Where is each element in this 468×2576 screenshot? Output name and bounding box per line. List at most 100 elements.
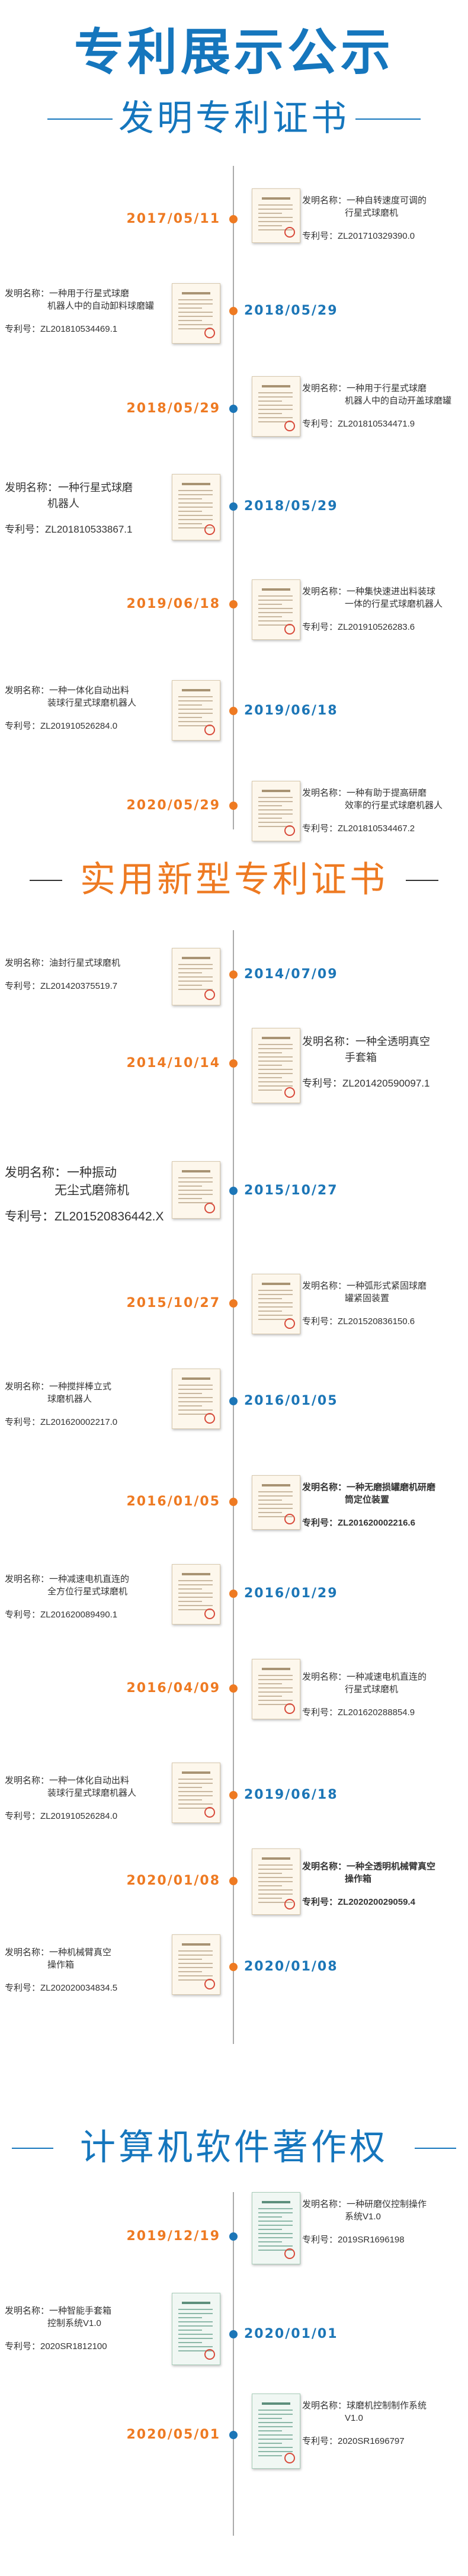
timeline-line-software — [233, 2192, 234, 2536]
certificate-header — [262, 1037, 290, 1039]
certificate-text-line — [178, 1967, 213, 1968]
certificate-text-line — [178, 2309, 213, 2310]
patent-name-cont: 球磨机器人 — [47, 1394, 92, 1404]
certificate-seal — [204, 1979, 215, 1989]
patent-info: 发明名称：一种行星式球磨机器人专利号：ZL201810533867.1 — [5, 480, 168, 537]
certificate-text-line — [258, 1700, 293, 1701]
certificate-text-line — [258, 396, 293, 398]
timeline-dot — [229, 1590, 238, 1598]
certificate-text-line — [178, 696, 213, 697]
certificate-text-line — [178, 1971, 202, 1972]
certificate-text-line — [258, 2443, 282, 2444]
certificate-seal — [284, 2453, 295, 2463]
timeline-dot — [229, 405, 238, 413]
timeline-date: 2019/06/18 — [244, 1787, 338, 1802]
timeline-date: 2018/05/29 — [126, 401, 220, 416]
patent-number: 专利号：2020SR1812100 — [5, 2341, 107, 2351]
patent-info: 发明名称：一种全透明机械臂真空操作箱专利号：ZL202020029059.4 — [302, 1860, 462, 1908]
certificate-text-line — [258, 818, 282, 819]
spacer — [5, 1971, 168, 1982]
patent-name-cont: 机器人中的自动卸料球磨罐 — [47, 301, 155, 311]
timeline-dot — [229, 707, 238, 715]
patent-info: 发明名称：一种集快速进出料装球一体的行星式球磨机器人专利号：ZL20191052… — [302, 585, 462, 633]
patent-name: 发明名称：一种减速电机直连的 — [302, 1672, 427, 1682]
patent-name: 发明名称：一种振动 — [5, 1166, 117, 1180]
certificate-text-line — [178, 2317, 202, 2318]
page-title: 专利展示公示 — [73, 23, 394, 81]
certificate-text-line — [178, 1584, 213, 1585]
patent-name-cont: 操作箱 — [345, 1874, 372, 1884]
spacer — [5, 512, 168, 523]
certificate-text-line — [258, 604, 282, 605]
spacer — [302, 2424, 462, 2435]
patent-info: 发明名称：一种有助于提高研磨效率的行星式球磨机器人专利号：ZL201810534… — [302, 787, 462, 835]
timeline-dot — [229, 1187, 238, 1195]
certificate-text-line — [258, 1877, 293, 1878]
certificate-header — [262, 385, 290, 387]
certificate-image — [172, 474, 220, 540]
spacer — [302, 219, 462, 230]
certificate-text-line — [258, 2439, 293, 2440]
spacer — [5, 2330, 168, 2340]
certificate-text-line — [258, 822, 293, 823]
patent-name-cont: 行星式球磨机 — [345, 208, 399, 218]
patent-name-cont: 机器人 — [47, 498, 79, 510]
certificate-text-line — [258, 1516, 293, 1517]
certificate-header — [182, 689, 210, 691]
certificate-seal — [204, 1413, 215, 1424]
certificate-text-line — [178, 1803, 213, 1805]
certificate-text-line — [178, 972, 202, 973]
certificate-text-line — [258, 809, 293, 810]
certificate-text-line — [178, 1198, 202, 1199]
certificate-image — [172, 1369, 220, 1429]
spacer — [302, 2223, 462, 2234]
certificate-text-line — [178, 1783, 213, 1784]
spacer — [302, 407, 462, 418]
certificate-text-line — [258, 1315, 293, 1316]
certificate-text-line — [258, 392, 293, 393]
certificate-text-line — [178, 316, 213, 317]
certificate-text-line — [258, 2216, 282, 2218]
spacer — [302, 1066, 462, 1076]
certificate-text-line — [178, 1605, 213, 1606]
patent-number: 专利号：ZL201710329390.0 — [302, 231, 415, 241]
certificate-seal — [284, 1899, 295, 1909]
certificate-text-line — [258, 2225, 293, 2226]
certificate-text-line — [258, 2414, 293, 2415]
certificate-text-line — [178, 507, 213, 508]
patent-number: 专利号：ZL201620002216.6 — [302, 1518, 415, 1528]
certificate-text-line — [178, 1950, 213, 1952]
certificate-text-line — [178, 1202, 213, 1203]
certificate-image — [172, 948, 220, 1005]
certificate-text-line — [178, 2346, 213, 2347]
certificate-text-line — [178, 1177, 213, 1178]
patent-name-cont: 一体的行星式球磨机器人 — [345, 599, 443, 609]
patent-name: 发明名称：一种全透明真空 — [302, 1036, 430, 1047]
patent-name: 发明名称：一种一体化自动出料 — [5, 685, 130, 696]
certificate-text-line — [178, 2334, 213, 2335]
spacer — [5, 1200, 168, 1208]
certificate-seal — [284, 1703, 295, 1714]
certificate-text-line — [258, 826, 293, 827]
certificate-seal — [204, 328, 215, 338]
certificate-header — [182, 1771, 210, 1774]
certificate-text-line — [258, 2451, 293, 2452]
patent-info: 发明名称：一种振动无尘式磨筛机专利号：ZL201520836442.X — [5, 1164, 168, 1226]
section-title-text: 计算机软件著作权 — [80, 2127, 388, 2168]
certificate-text-line — [178, 704, 202, 706]
spacer — [5, 312, 168, 323]
certificate-text-line — [258, 2410, 293, 2411]
certificate-text-line — [258, 620, 293, 621]
certificate-image — [252, 1848, 300, 1915]
title-divider-right — [355, 118, 421, 120]
patent-info: 发明名称：一种用于行星式球磨机器人中的自动开盖球磨罐专利号：ZL20181053… — [302, 382, 462, 430]
certificate-text-line — [258, 801, 293, 802]
patent-number: 专利号：ZL201520836150.6 — [302, 1316, 415, 1327]
certificate-text-line — [258, 421, 293, 422]
certificate-text-line — [178, 515, 213, 516]
patent-info: 发明名称：一种自转速度可调的行星式球磨机专利号：ZL201710329390.0 — [302, 194, 462, 242]
certificate-text-line — [258, 2250, 293, 2251]
certificate-header — [262, 197, 290, 200]
certificate-text-line — [258, 2212, 293, 2213]
